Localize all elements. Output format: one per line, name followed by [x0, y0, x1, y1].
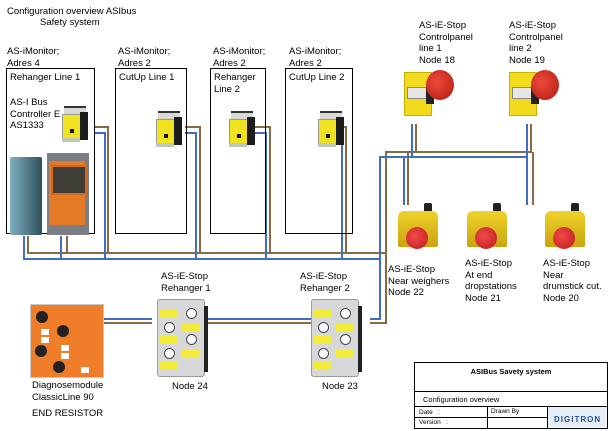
- monitor-3-name: Rehanger Line 2: [214, 72, 256, 95]
- estop-node-21[interactable]: [467, 203, 509, 249]
- estop-node-22-label: AS-iE-Stop Near weighers Node 22: [388, 264, 450, 298]
- controller-label: AS-I Bus Controller E AS1333: [10, 97, 61, 131]
- diagnose-module-label: Diagnosemodule ClassicLine 90: [32, 380, 104, 403]
- estop-node-20[interactable]: [545, 203, 587, 249]
- title-block: ASIBus Savety system Configuration overv…: [414, 362, 608, 429]
- estop-node-19[interactable]: [509, 68, 561, 116]
- monitor-1-box[interactable]: Rehanger Line 1 AS-I Bus Controller E AS…: [6, 68, 95, 235]
- power-supply[interactable]: [10, 157, 42, 235]
- estop-node-22[interactable]: [398, 203, 440, 249]
- end-resistor-label: END RESISTOR: [32, 408, 104, 419]
- io-module-node-24-label: AS-iE-Stop Rehanger 1: [161, 271, 211, 294]
- monitor-3-relay[interactable]: [229, 111, 255, 147]
- monitor-3-header: AS-iMonitor; Adres 2: [213, 46, 266, 69]
- monitor-2-relay[interactable]: [156, 111, 182, 147]
- diagram-title-line2: Safety system: [40, 17, 100, 28]
- asi-bus-controller[interactable]: [47, 153, 89, 235]
- monitor-1-header: AS-iMonitor; Adres 4: [7, 46, 60, 69]
- estop-node-21-label: AS-iE-Stop At end dropstations Node 21: [465, 258, 517, 304]
- title-block-title: ASIBus Savety system: [470, 367, 552, 376]
- diagnose-module[interactable]: [30, 304, 104, 378]
- monitor-4-name: CutUp Line 2: [289, 72, 345, 83]
- monitor-4-box[interactable]: CutUp Line 2: [285, 68, 353, 234]
- estop-node-18-label: AS-iE-Stop Controlpanel line 1 Node 18: [419, 20, 473, 66]
- diagram-title-line1: Configuration overview ASIbus: [7, 6, 137, 17]
- date-label: Date :: [419, 409, 440, 416]
- monitor-2-header: AS-iMonitor; Adres 2: [118, 46, 171, 69]
- wire-blue-bus: [23, 124, 528, 320]
- estop-node-18[interactable]: [404, 68, 456, 116]
- io-module-node-24-node: Node 24: [172, 381, 208, 392]
- estop-node-20-label: AS-iE-Stop Near drumstick cut. Node 20: [543, 258, 602, 304]
- io-module-node-23-node: Node 23: [322, 381, 358, 392]
- monitor-2-box[interactable]: CutUp Line 1: [115, 68, 187, 234]
- title-block-subtitle: Configuration overview: [423, 395, 500, 404]
- monitor-2-name: CutUp Line 1: [119, 72, 175, 83]
- digitron-logo: DIGITRON: [548, 407, 606, 427]
- monitor-1-relay[interactable]: [62, 106, 88, 142]
- estop-node-19-label: AS-iE-Stop Controlpanel line 2 Node 19: [509, 20, 563, 66]
- version-label: Version :: [419, 419, 448, 426]
- wire-brown-bus: [27, 124, 534, 324]
- monitor-4-header: AS-iMonitor; Adres 2: [289, 46, 342, 69]
- monitor-3-box[interactable]: Rehanger Line 2: [210, 68, 266, 234]
- monitor-4-relay[interactable]: [318, 111, 344, 147]
- io-module-node-23[interactable]: [311, 299, 362, 377]
- io-module-node-23-label: AS-iE-Stop Rehanger 2: [300, 271, 350, 294]
- drawn-by-label: Drawn By: [491, 408, 520, 415]
- io-module-node-24[interactable]: [157, 299, 208, 377]
- monitor-1-name: Rehanger Line 1: [10, 72, 81, 83]
